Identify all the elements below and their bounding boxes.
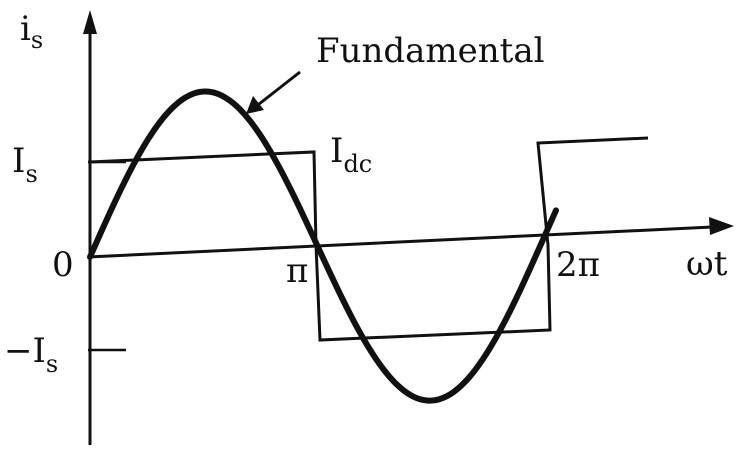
x-axis-label: ωt bbox=[686, 244, 728, 284]
x-axis-arrowhead-icon bbox=[709, 217, 734, 235]
is-negative-label: −Is bbox=[4, 331, 58, 378]
idc-label: Idc bbox=[330, 131, 372, 178]
y-axis-label: is bbox=[20, 9, 43, 54]
fundamental-pointer-arrowhead-icon bbox=[246, 96, 264, 114]
x-axis bbox=[87, 225, 713, 259]
fundamental-label: Fundamental bbox=[316, 31, 545, 71]
square-wave-current bbox=[89, 136, 649, 342]
pi-label: π bbox=[286, 251, 308, 291]
fundamental-curve bbox=[87, 88, 559, 404]
zero-label: 0 bbox=[52, 245, 74, 285]
fundamental-pointer-arrow bbox=[253, 70, 301, 110]
two-pi-label: 2π bbox=[556, 245, 600, 285]
y-axis-arrowhead-icon bbox=[83, 10, 97, 34]
is-positive-label: Is bbox=[12, 141, 38, 188]
